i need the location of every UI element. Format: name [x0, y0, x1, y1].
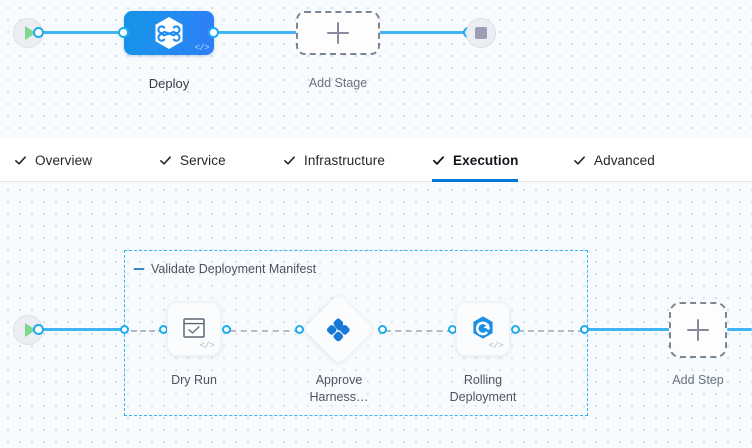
add-stage-label: Add Stage — [308, 76, 368, 90]
stage-deploy-port-out[interactable] — [208, 27, 219, 38]
exec-connector-addstep-out — [727, 328, 752, 331]
stage-connector-deploy-add — [213, 31, 306, 34]
stage-tabbar: Overview Service Infrastructure Executio… — [0, 138, 752, 182]
step-group-entry-port[interactable] — [120, 325, 129, 334]
stage-connector-add-end — [370, 31, 468, 34]
step-label-dry-run: Dry Run — [171, 373, 217, 387]
dry-run-port-out[interactable] — [222, 325, 231, 334]
check-icon — [432, 155, 445, 165]
plus-icon — [687, 319, 709, 341]
plus-icon — [327, 22, 349, 44]
stage-canvas[interactable]: </> Deploy Add Stage — [0, 0, 752, 138]
exec-dash-approve-rolling — [385, 330, 453, 332]
tab-overview[interactable]: Overview — [14, 138, 92, 182]
tab-label: Service — [180, 152, 226, 168]
exec-dash-entry-dryrun — [131, 330, 164, 332]
check-icon — [284, 155, 295, 165]
harness-approval-icon — [326, 318, 350, 342]
code-icon: </> — [199, 341, 215, 351]
exec-connector-addstep-in — [586, 328, 671, 331]
stage-label-deploy: Deploy — [148, 76, 190, 91]
exec-dash-dryrun-approve — [230, 330, 300, 332]
code-icon: </> — [488, 341, 504, 351]
pipeline-end-node[interactable] — [466, 18, 496, 48]
step-group-exit-port[interactable] — [580, 325, 589, 334]
stage-deploy-port-in[interactable] — [118, 27, 129, 38]
tab-service[interactable]: Service — [159, 138, 226, 182]
tab-execution[interactable]: Execution — [432, 138, 519, 182]
exec-dash-rolling-exit — [518, 330, 584, 332]
harness-hexagon-logo-icon — [155, 17, 183, 49]
tab-label: Infrastructure — [304, 152, 385, 168]
add-stage-button[interactable] — [296, 11, 380, 55]
tab-infrastructure[interactable]: Infrastructure — [283, 138, 385, 182]
step-node-dry-run[interactable]: </> — [167, 302, 221, 356]
rolling-deployment-icon — [473, 316, 493, 339]
dry-run-check-icon — [183, 318, 205, 338]
execution-canvas[interactable]: Validate Deployment Manifest </> — [0, 182, 752, 448]
add-step-label: Add Step — [672, 373, 724, 387]
step-group-header[interactable]: Validate Deployment Manifest — [133, 262, 316, 276]
tab-advanced[interactable]: Advanced — [573, 138, 655, 182]
check-icon — [15, 155, 26, 165]
step-group-title: Validate Deployment Manifest — [151, 262, 317, 276]
tab-label: Advanced — [594, 152, 655, 168]
approve-port-out[interactable] — [378, 325, 387, 334]
play-icon — [24, 323, 36, 337]
check-icon — [574, 155, 585, 165]
stage-node-deploy[interactable]: </> — [124, 11, 214, 55]
exec-connector-start — [34, 328, 126, 331]
tab-label: Execution — [453, 152, 519, 168]
tab-label: Overview — [35, 152, 93, 168]
step-label-rolling-deployment: Rolling Deployment — [449, 373, 517, 404]
play-icon — [24, 26, 36, 40]
minus-icon[interactable] — [133, 263, 145, 275]
stage-connector-start — [34, 31, 130, 34]
rolling-port-out[interactable] — [511, 325, 520, 334]
execution-start-port[interactable] — [33, 324, 44, 335]
step-label-approve-harness: Approve Harness… — [309, 373, 369, 404]
check-icon — [160, 155, 171, 165]
step-node-rolling-deployment[interactable]: </> — [456, 302, 510, 356]
add-step-button[interactable] — [669, 302, 727, 358]
stop-icon — [475, 27, 487, 39]
approve-port-in[interactable] — [295, 325, 304, 334]
code-icon: </> — [194, 43, 210, 53]
start-node-port[interactable] — [33, 27, 44, 38]
